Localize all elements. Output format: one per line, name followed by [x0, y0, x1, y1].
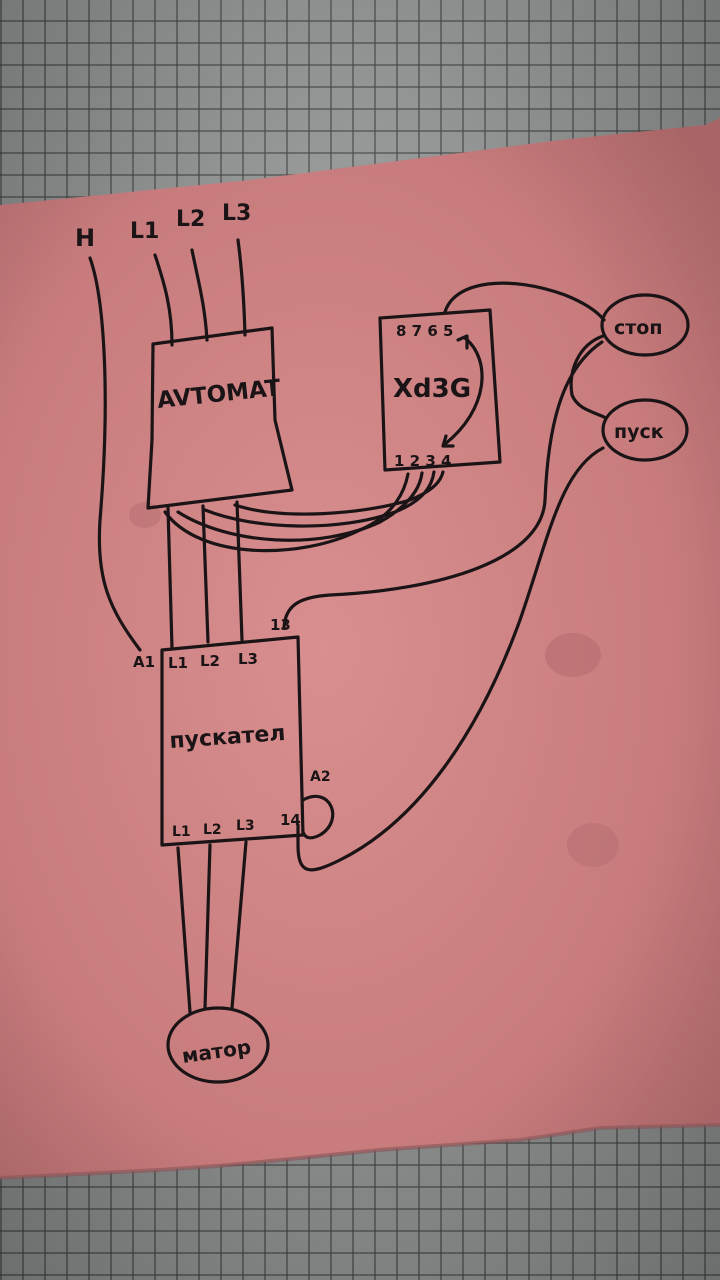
label-l1: L1 [130, 219, 159, 244]
relay-bottom-pins: 1 2 3 4 [394, 452, 451, 470]
wire-l2-in [190, 248, 209, 342]
start-button-outline [601, 398, 689, 462]
foam-dent [567, 823, 619, 867]
motor-outline [166, 1006, 270, 1084]
breaker-box [146, 326, 294, 510]
contactor-aux-14: 14 [280, 811, 301, 829]
relay-box [378, 308, 502, 472]
wire-start-aux-14 [296, 446, 605, 872]
wire-relay-1 [163, 472, 410, 553]
wire-relay-4 [233, 470, 445, 516]
wire-stop-aux-13 [282, 340, 604, 630]
wire-stop-start [569, 334, 608, 420]
paper-sheet-edge [0, 1123, 720, 1180]
label-l3: L3 [222, 201, 251, 226]
wire-motor-l3 [230, 840, 248, 1010]
start-button-label: пуск [614, 421, 664, 443]
label-neutral: H [75, 224, 95, 252]
relay-contact-arrow [443, 336, 484, 446]
contactor-aux-13: 13 [270, 616, 291, 634]
coil-a2-loop [301, 794, 335, 840]
wire-relay-stop [443, 281, 606, 322]
contactor-in-l3: L3 [238, 650, 258, 668]
wire-l3-breaker-contactor [235, 500, 244, 642]
relay-top-pins: 8 7 6 5 [396, 322, 453, 340]
wire-l3-in [236, 238, 247, 337]
stop-button-outline [600, 293, 690, 357]
label-l2: L2 [176, 207, 205, 232]
wire-l2-breaker-contactor [201, 504, 210, 644]
foam-dent [545, 633, 601, 677]
wire-motor-l2 [203, 843, 212, 1010]
contactor-coil-a2: A2 [310, 769, 331, 785]
wire-relay-2 [176, 471, 424, 542]
contactor-in-l1: L1 [168, 654, 188, 672]
contactor-in-l2: L2 [200, 652, 220, 670]
stop-button-label: стоп [614, 317, 662, 339]
contactor-out-l2: L2 [203, 822, 222, 838]
relay-label: Xd3G [393, 374, 471, 404]
contactor-out-l1: L1 [172, 824, 191, 840]
wire-l1-in [153, 253, 174, 347]
contactor-coil-a1: A1 [133, 653, 155, 671]
paper-sheet [0, 118, 720, 1178]
wire-l1-breaker-contactor [166, 506, 174, 650]
wire-neutral [88, 256, 142, 652]
contactor-out-l3: L3 [236, 818, 255, 834]
wire-motor-l1 [176, 846, 192, 1014]
